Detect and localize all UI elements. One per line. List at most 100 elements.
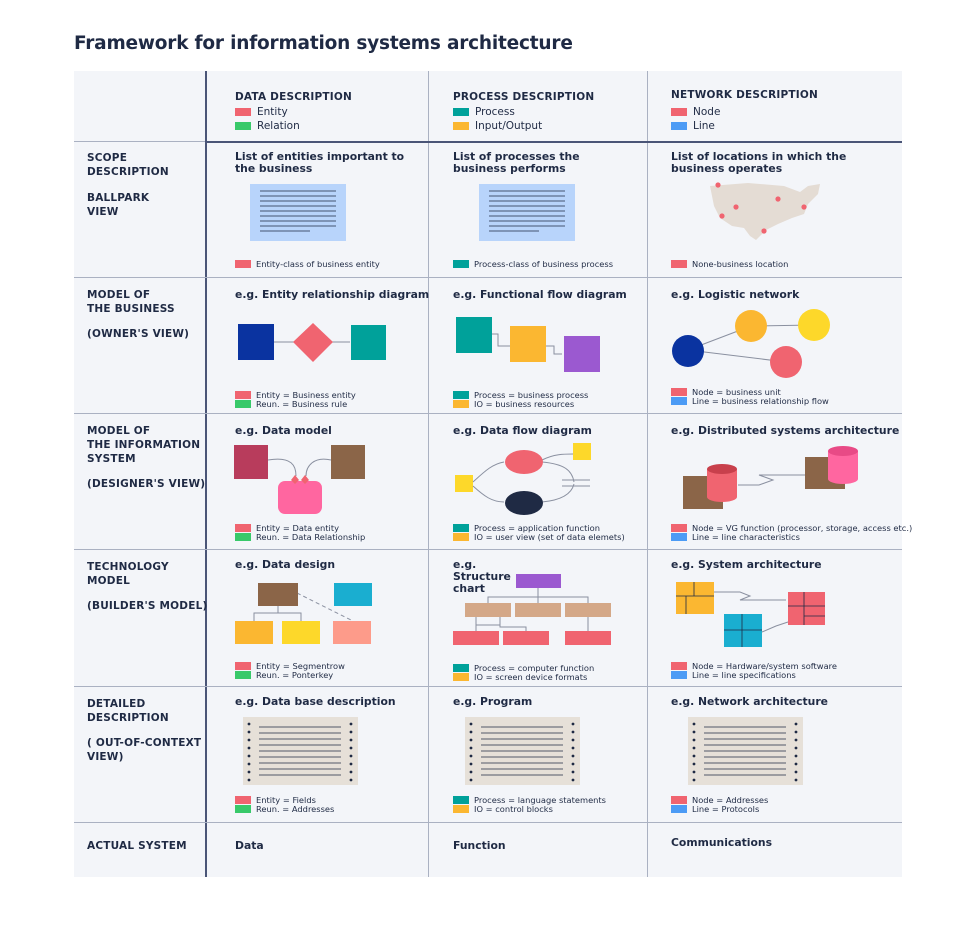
row-divider <box>74 141 205 142</box>
teal-swatch-icon <box>453 108 469 116</box>
red-swatch-icon <box>671 260 687 268</box>
cell-title: List of entities important to the busine… <box>235 150 405 175</box>
column-divider <box>428 71 429 877</box>
cell-legend-label: Entity = Segmentrow <box>235 661 345 671</box>
cell-legend-label: Line = line specifications <box>671 670 796 680</box>
yellow-swatch-icon <box>453 400 469 408</box>
red-swatch-icon <box>671 388 687 396</box>
row-divider <box>74 686 902 687</box>
cell-legend-label: Node = VG function (processor, storage, … <box>671 523 912 533</box>
row-divider <box>74 413 902 414</box>
cell-legend-label: Process = computer function <box>453 663 594 673</box>
cell-title: e.g. Data design <box>235 558 336 571</box>
column-header-data: DATA DESCRIPTION <box>235 91 352 103</box>
cell-legend-label: Line = business relationship flow <box>671 396 829 406</box>
cell-legend-label: Reun. = Business rule <box>235 399 347 409</box>
cell-legend-label: Line = line characteristics <box>671 532 800 542</box>
data-flow-diagram <box>455 443 591 515</box>
printout-icon <box>465 717 580 785</box>
cell-title: Data <box>235 839 264 852</box>
red-swatch-icon <box>235 108 251 116</box>
cell-title: e.g. Data flow diagram <box>453 424 592 437</box>
cell-title: e.g. Program <box>453 695 533 708</box>
header-divider <box>205 141 902 143</box>
legend-input-output: Input/Output <box>453 120 542 132</box>
cell-title: Function <box>453 839 506 852</box>
cell-legend-label: Node = business unit <box>671 387 781 397</box>
cell-title: Communications <box>671 836 772 849</box>
legend-process: Process <box>453 106 515 118</box>
column-divider <box>647 71 648 877</box>
red-swatch-icon <box>235 662 251 670</box>
document-icon <box>479 184 575 241</box>
entity-relationship-diagram <box>238 323 386 362</box>
legend-entity: Entity <box>235 106 288 118</box>
printout-icon <box>243 717 358 785</box>
cell-legend-label: Entity = Data entity <box>235 523 339 533</box>
teal-swatch-icon <box>453 391 469 399</box>
yellow-swatch-icon <box>453 533 469 541</box>
red-swatch-icon <box>671 796 687 804</box>
row-label-actual-system: ACTUAL SYSTEM <box>87 840 187 852</box>
cell-legend-label: None-business location <box>671 259 788 269</box>
column-header-process: PROCESS DESCRIPTION <box>453 91 595 103</box>
cell-title: e.g. Functional flow diagram <box>453 288 627 301</box>
red-swatch-icon <box>671 524 687 532</box>
structure-chart-diagram <box>453 574 611 645</box>
legend-line: Line <box>671 120 715 132</box>
cell-legend-label: Entity = Business entity <box>235 390 356 400</box>
page-title: Framework for information systems archit… <box>74 33 573 54</box>
cell-legend-label: IO = user view (set of data elemets) <box>453 532 625 542</box>
cell-title: e.g. Distributed systems architecture <box>671 424 900 437</box>
cell-title: e.g. Data base description <box>235 695 396 708</box>
green-swatch-icon <box>235 805 251 813</box>
cell-legend-label: Entity = Fields <box>235 795 316 805</box>
yellow-swatch-icon <box>453 122 469 130</box>
cell-legend-label: IO = business resources <box>453 399 574 409</box>
us-map-icon <box>710 182 820 240</box>
cell-legend-label: Process = application function <box>453 523 600 533</box>
blue-swatch-icon <box>671 397 687 405</box>
distributed-systems-diagram <box>683 446 858 509</box>
row-divider <box>74 549 902 550</box>
cell-legend-label: IO = screen device formats <box>453 672 587 682</box>
cell-legend-label: Process = business process <box>453 390 588 400</box>
row-divider <box>74 822 902 823</box>
data-model-diagram <box>234 445 365 514</box>
cell-title: e.g. Entity relationship diagram <box>235 288 430 301</box>
blue-swatch-icon <box>671 671 687 679</box>
cell-title: e.g. System architecture <box>671 558 822 571</box>
yellow-swatch-icon <box>453 673 469 681</box>
teal-swatch-icon <box>453 664 469 672</box>
red-swatch-icon <box>671 108 687 116</box>
red-swatch-icon <box>235 260 251 268</box>
column-divider <box>205 71 207 877</box>
system-architecture-diagram <box>676 582 825 647</box>
document-icon <box>250 184 346 241</box>
teal-swatch-icon <box>453 260 469 268</box>
cell-legend-label: Line = Protocols <box>671 804 759 814</box>
blue-swatch-icon <box>671 533 687 541</box>
cell-legend-label: Entity-class of business entity <box>235 259 380 269</box>
cell-title: e.g. Structure chart <box>453 558 511 595</box>
legend-relation: Relation <box>235 120 300 132</box>
cell-title: e.g. Network architecture <box>671 695 828 708</box>
logistic-network-diagram <box>672 309 830 378</box>
blue-swatch-icon <box>671 122 687 130</box>
cell-legend-label: Node = Addresses <box>671 795 768 805</box>
red-swatch-icon <box>235 524 251 532</box>
cell-legend-label: Reun. = Addresses <box>235 804 334 814</box>
green-swatch-icon <box>235 671 251 679</box>
cell-title: e.g. Data model <box>235 424 332 437</box>
teal-swatch-icon <box>453 796 469 804</box>
cell-legend-label: IO = control blocks <box>453 804 553 814</box>
cell-title: List of locations in which the business … <box>671 150 847 175</box>
green-swatch-icon <box>235 122 251 130</box>
red-swatch-icon <box>235 796 251 804</box>
cell-legend-label: Reun. = Ponterkey <box>235 670 333 680</box>
